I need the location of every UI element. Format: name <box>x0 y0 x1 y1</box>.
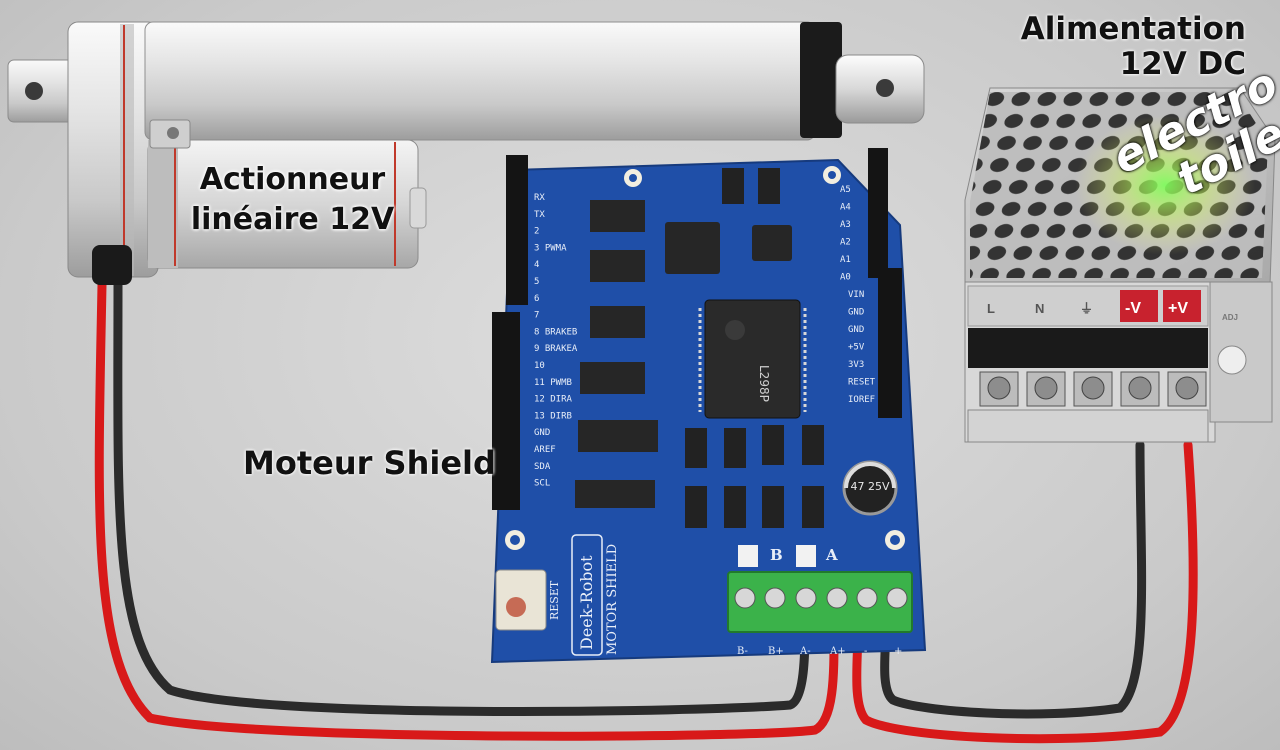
left-pin-label: 4 <box>534 260 539 270</box>
right-pin-label: GND <box>848 325 864 335</box>
terminal-label: A- <box>799 646 811 657</box>
reset-label: RESET <box>548 580 561 620</box>
left-pin-label: 7 <box>534 311 539 321</box>
psu-label-line2: 12V DC <box>1119 46 1246 82</box>
right-pin-label: A4 <box>840 203 851 213</box>
psu-terminal-label: N <box>1035 301 1044 316</box>
psu-label-line1: Alimentation <box>1020 11 1246 47</box>
brand-label: Deek-Robot <box>577 555 596 650</box>
right-pin-label: VIN <box>848 290 864 300</box>
right-pin-label: +5V <box>848 343 865 353</box>
motor-shield-board: 47 25V RESET Deek-Robot MOTOR SHIELD B A… <box>490 148 927 664</box>
led-a-label: A <box>825 546 838 564</box>
actuator-label-line1: Actionneur <box>199 162 386 197</box>
actuator-label-line2: linéaire 12V <box>190 202 395 237</box>
right-pin-label: GND <box>848 308 864 318</box>
left-pin-label: 3 PWMA <box>534 243 567 253</box>
left-pin-label: 2 <box>534 227 539 237</box>
psu-terminal-label: -V <box>1125 300 1141 317</box>
psu-label: Alimentation 12V DC <box>1021 12 1246 82</box>
right-pin-label: RESET <box>848 378 876 388</box>
actuator-black-wire <box>113 280 810 716</box>
left-pin-label: 6 <box>534 294 539 304</box>
left-pin-label: GND <box>534 428 550 438</box>
left-pin-label: SDA <box>534 462 551 472</box>
right-pin-label: IOREF <box>848 395 875 405</box>
power-supply: L N ⏚ -V +V ADJ <box>964 87 1276 443</box>
right-pin-label: 3V3 <box>848 360 864 370</box>
left-pin-label: RX <box>534 193 545 203</box>
left-pin-label: 5 <box>534 277 539 287</box>
left-pin-label: 11 PWMB <box>534 378 572 388</box>
capacitor-label: 47 25V <box>850 480 889 493</box>
main-chip-label: L298P <box>757 365 771 402</box>
linear-actuator <box>7 21 925 285</box>
terminal-label: - <box>864 646 867 657</box>
terminal-label: + <box>894 646 902 657</box>
left-pin-label: 12 DIRA <box>534 395 573 405</box>
actuator-label: Actionneur linéaire 12V <box>175 160 410 240</box>
psu-terminal-label: ⏚ <box>1080 301 1093 316</box>
psu-adjust-label: ADJ <box>1222 313 1238 322</box>
left-pin-label: AREF <box>534 445 556 455</box>
terminal-label: B- <box>737 646 748 657</box>
left-pin-labels: RX TX 2 3 PWMA 4 5 6 7 8 BRAKEB 9 BRAKEA 10 11 PWMB… <box>534 193 578 489</box>
left-pin-label: TX <box>534 210 545 220</box>
psu-terminal-label: L <box>987 301 995 316</box>
left-pin-label: 8 BRAKEB <box>534 327 577 337</box>
left-pin-label: 9 BRAKEA <box>534 344 578 354</box>
psu-terminal-label: +V <box>1168 300 1188 317</box>
actuator-red-wire <box>94 280 839 741</box>
model-label: MOTOR SHIELD <box>605 544 620 655</box>
left-pin-label: SCL <box>534 479 550 489</box>
right-pin-label: A0 <box>840 273 851 283</box>
psu-black-wire <box>880 440 1147 719</box>
left-pin-label: 10 <box>534 361 545 371</box>
left-pin-label: 13 DIRB <box>534 411 572 421</box>
right-pin-label: A3 <box>840 220 851 230</box>
shield-label: Moteur Shield <box>243 444 496 482</box>
terminal-label: B+ <box>768 646 784 657</box>
led-b-label: B <box>770 546 783 564</box>
right-pin-label: A2 <box>840 238 851 248</box>
right-pin-label: A1 <box>840 255 851 265</box>
psu-red-wire <box>852 440 1198 744</box>
terminal-label: A+ <box>829 646 846 657</box>
right-pin-label: A5 <box>840 185 851 195</box>
